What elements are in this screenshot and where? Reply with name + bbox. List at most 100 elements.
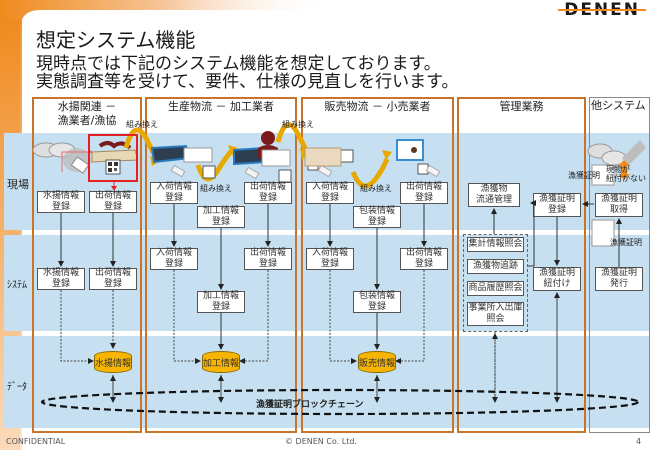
- system-shipment-register-retail: 出荷情報登録: [400, 248, 448, 270]
- system-cert-issue: 漁獲証明発行: [595, 267, 643, 291]
- highlight-frame: [88, 134, 138, 182]
- cert-doc-note: 漁獲証明: [610, 238, 642, 247]
- denen-logo: DENEN: [558, 0, 646, 20]
- row-label-system: ｼｽﾃﾑ: [7, 280, 27, 291]
- field-receipt-register-retail: 入荷情報登録: [306, 182, 354, 204]
- footer-copyright: © DENEN Co. Ltd.: [285, 437, 357, 446]
- box-line: 取得: [609, 205, 628, 215]
- blockchain-label: 漁獲証明ブロックチェーン: [256, 400, 364, 410]
- box-line: 登録: [547, 205, 566, 215]
- field-cert-register: 漁獲証明登録: [533, 193, 581, 217]
- datastore-landing: 水揚情報: [94, 351, 132, 373]
- box-line: 登録: [414, 193, 433, 203]
- footer-confidential: CONFIDENTIAL: [6, 437, 66, 446]
- lane-other-systems: 他システム: [589, 97, 650, 433]
- repack-note: 組み換え: [126, 120, 158, 129]
- box-line: 登録: [320, 193, 339, 203]
- repack-note: 組み換え: [200, 184, 232, 193]
- field-distribution-management: 漁獲物流通管理: [468, 183, 520, 207]
- not-linked-line: 紐付かない: [606, 174, 646, 183]
- system-product-history-query: 商品履歴照会: [467, 281, 524, 296]
- system-packaging-register: 包装情報登録: [353, 291, 401, 313]
- field-shipment-register-retail: 出荷情報登録: [400, 182, 448, 204]
- field-shipment-register-fishery: 出荷情報登録: [89, 191, 137, 213]
- lane-title: 販売物流 － 小売業者: [324, 100, 431, 113]
- box-line: 漁獲物: [480, 184, 508, 194]
- field-shipment-register-processing: 出荷情報登録: [244, 182, 292, 204]
- lane-title: 他システム: [591, 99, 646, 112]
- box-line: 入荷情報: [155, 182, 192, 192]
- system-office-inout-query: 事業所入出庫照会: [467, 302, 524, 326]
- not-linked-note: 現物が 紐付かない: [606, 165, 646, 183]
- field-packaging-register: 包装情報登録: [353, 206, 401, 228]
- logo-strike: [558, 9, 646, 11]
- box-line: 登録: [211, 302, 230, 312]
- box-line: 登録: [320, 259, 339, 269]
- box-line: 加工情報: [202, 206, 239, 216]
- box-line: 漁獲証明: [538, 268, 575, 278]
- field-processing-register: 加工情報登録: [197, 206, 245, 228]
- repack-note: 組み換え: [360, 184, 392, 193]
- query-function-group: [463, 234, 528, 332]
- box-line: 出荷情報: [94, 268, 131, 278]
- box-line: 登録: [258, 193, 277, 203]
- not-linked-line: 現物が: [606, 165, 630, 174]
- field-landing-register: 水揚情報登録: [37, 191, 85, 213]
- system-landing-register: 水揚情報登録: [37, 268, 85, 290]
- system-cert-link: 漁獲証明紐付け: [533, 267, 581, 291]
- box-line: 包装情報: [358, 291, 395, 301]
- box-line: 登録: [103, 279, 122, 289]
- box-line: 漁獲証明: [538, 194, 575, 204]
- page-title: 想定システム機能: [36, 28, 196, 52]
- subtitle-line-2: 実態調査等を受けて、要件、仕様の見直しを行います。: [36, 72, 459, 92]
- box-line: 登録: [164, 193, 183, 203]
- system-receipt-register-processing: 入荷情報登録: [150, 248, 198, 270]
- box-line: 出荷情報: [405, 182, 442, 192]
- box-line: 加工情報: [202, 291, 239, 301]
- box-line: 出荷情報: [249, 182, 286, 192]
- box-line: 登録: [103, 202, 122, 212]
- box-line: 入荷情報: [311, 248, 348, 258]
- lane-title: 管理業務: [499, 100, 544, 113]
- box-line: 登録: [164, 259, 183, 269]
- box-line: 登録: [414, 259, 433, 269]
- box-line: 登録: [367, 302, 386, 312]
- box-line: 登録: [211, 217, 230, 227]
- box-line: 登録: [367, 217, 386, 227]
- system-processing-register: 加工情報登録: [197, 291, 245, 313]
- box-line: 入荷情報: [155, 248, 192, 258]
- box-line: 出荷情報: [405, 248, 442, 258]
- box-line: 水揚情報: [42, 191, 79, 201]
- row-label-field: 現場: [7, 178, 29, 191]
- lane-title: 生産物流 － 加工業者: [168, 100, 274, 113]
- system-shipment-register-fishery: 出荷情報登録: [89, 268, 137, 290]
- datastore-sales: 販売情報: [358, 351, 396, 373]
- box-line: 出荷情報: [249, 248, 286, 258]
- box-line: 登録: [51, 202, 70, 212]
- lane-processing: 生産物流 － 加工業者: [145, 97, 297, 433]
- row-label-data: ﾃﾞｰﾀ: [7, 382, 27, 393]
- lane-fishery: 水揚関連 － 漁業者/漁協: [32, 97, 142, 433]
- box-line: 登録: [258, 259, 277, 269]
- box-line: 事業所入出庫: [468, 303, 523, 313]
- lane-management: 管理業務: [457, 97, 586, 433]
- box-line: 照会: [486, 314, 505, 324]
- lane-title-line: 水揚関連 －: [57, 100, 117, 113]
- system-catch-tracking: 漁獲物追跡: [467, 259, 524, 274]
- page-subtitle: 現時点では下記のシステム機能を想定しております。 実態調査等を受けて、要件、仕様…: [36, 55, 458, 91]
- lane-retail: 販売物流 － 小売業者: [301, 97, 454, 433]
- system-aggregate-query: 集計情報照会: [467, 237, 524, 252]
- lane-title-line: 漁業者/漁協: [57, 114, 117, 127]
- field-receipt-register-processing: 入荷情報登録: [150, 182, 198, 204]
- box-line: 漁獲証明: [600, 268, 637, 278]
- page-number: 4: [636, 437, 642, 446]
- system-shipment-register-processing: 出荷情報登録: [244, 248, 292, 270]
- subtitle-line-1: 現時点では下記のシステム機能を想定しております。: [36, 54, 441, 74]
- box-line: 流通管理: [475, 195, 512, 205]
- datastore-processing: 加工情報: [202, 351, 240, 373]
- box-line: 水揚情報: [42, 268, 79, 278]
- lane-title: 水揚関連 － 漁業者/漁協: [34, 100, 140, 128]
- box-line: 登録: [51, 279, 70, 289]
- box-line: 紐付け: [543, 279, 571, 289]
- box-line: 入荷情報: [311, 182, 348, 192]
